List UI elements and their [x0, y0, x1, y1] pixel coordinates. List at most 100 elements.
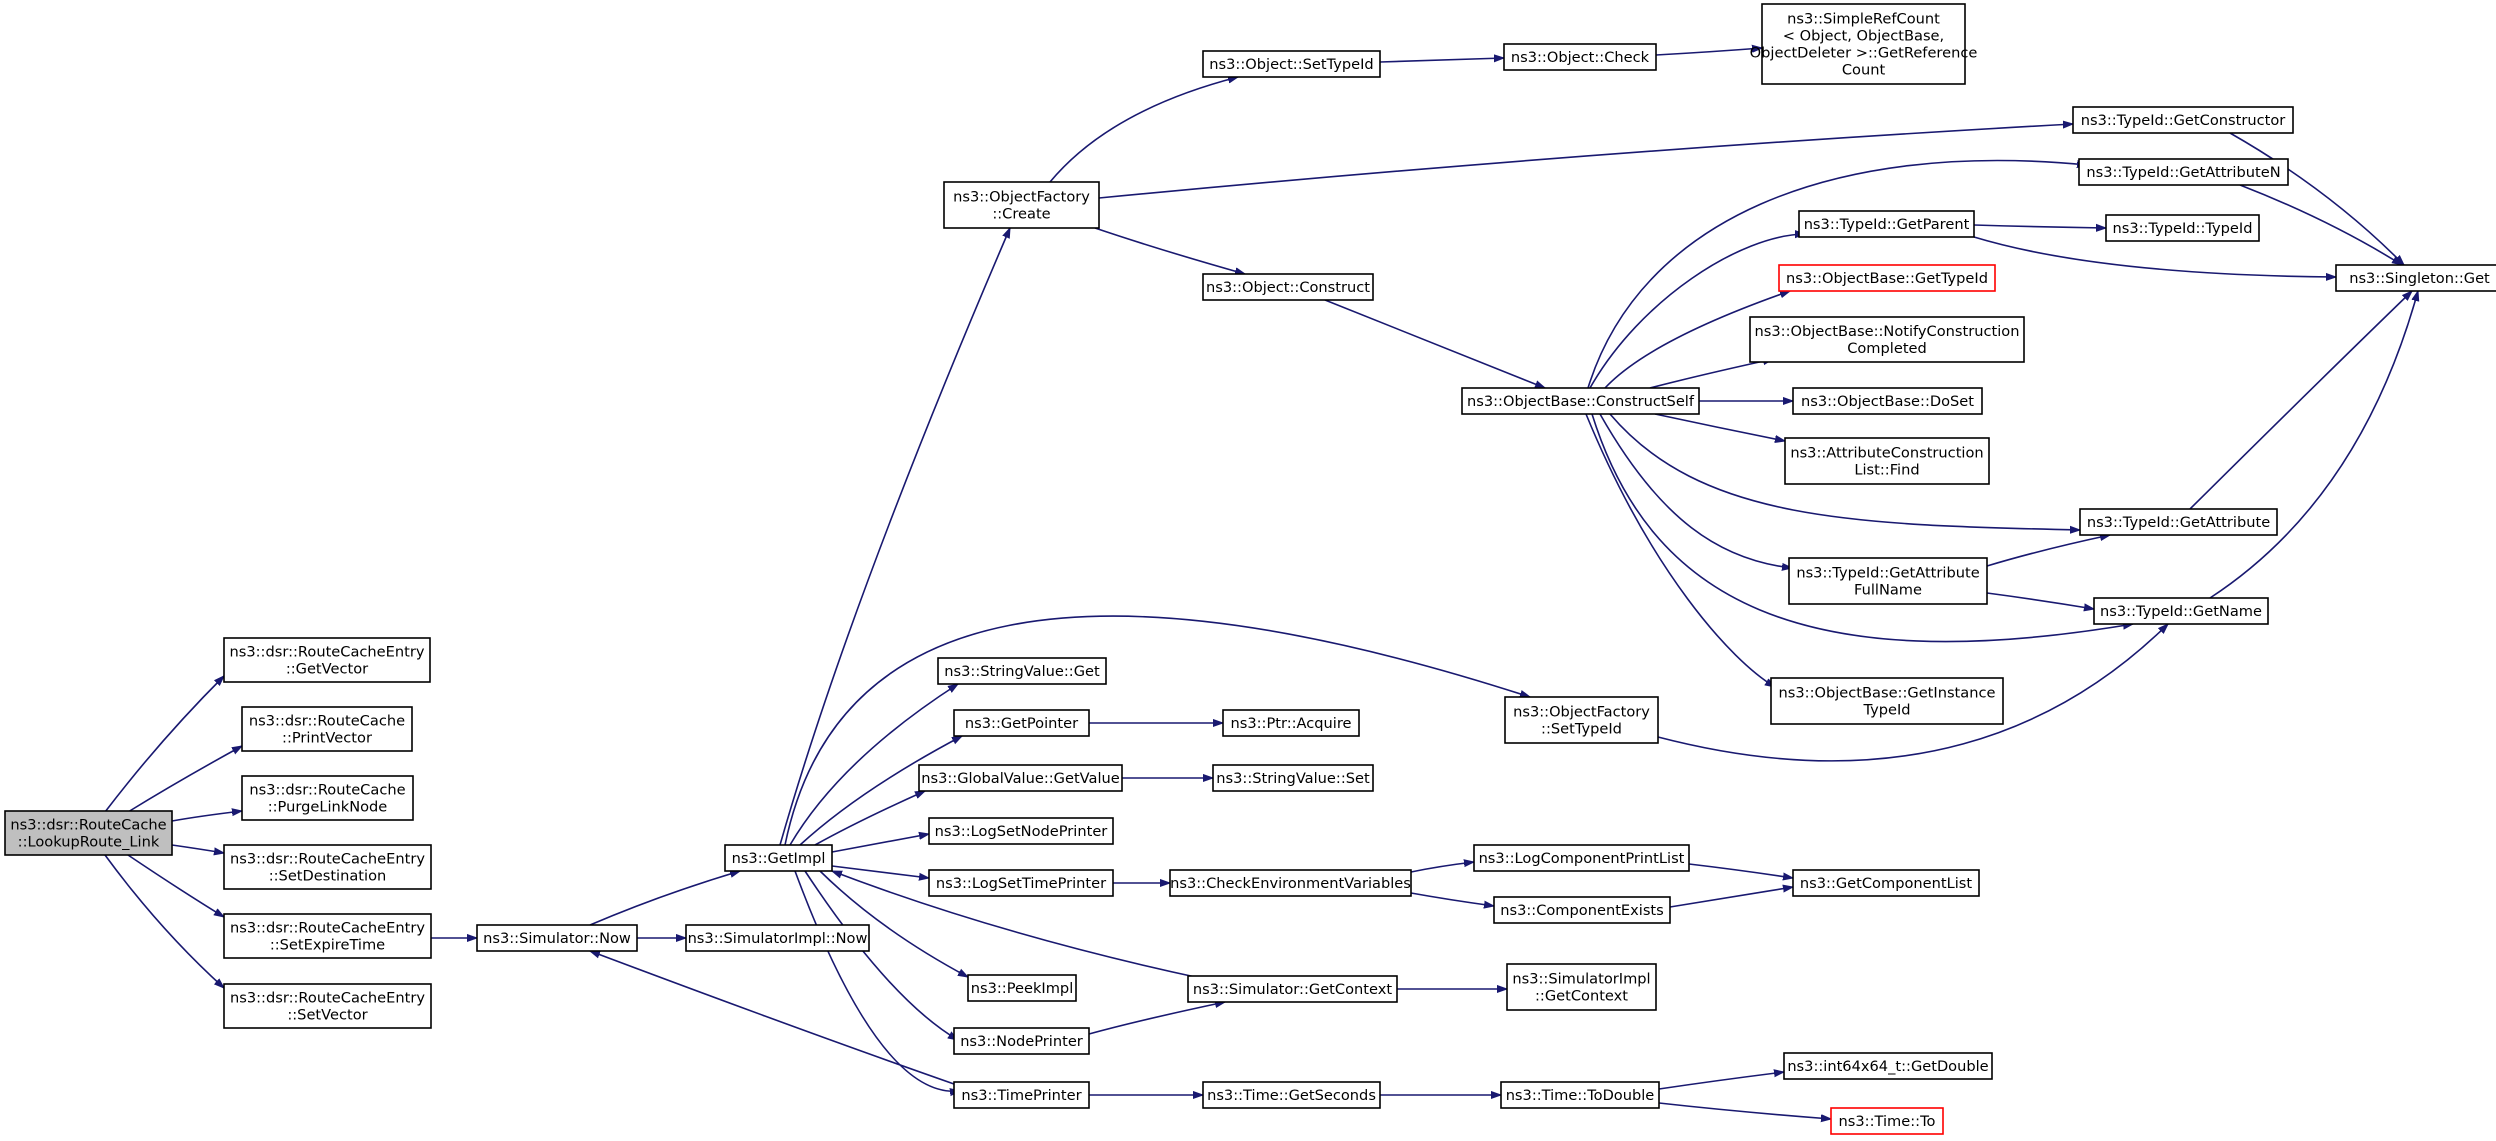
edge-objconstruct-to-constructself — [1324, 299, 1545, 389]
node-typeidtypeid[interactable]: ns3::TypeId::TypeId — [2105, 214, 2260, 242]
node-label-int64getdouble-line-0: ns3::int64x64_t::GetDouble — [1787, 1058, 1988, 1075]
node-settypeid[interactable]: ns3::Object::SetTypeId — [1202, 50, 1381, 78]
node-gvgetvalue[interactable]: ns3::GlobalValue::GetValue — [918, 764, 1123, 792]
node-box-simnow — [476, 924, 638, 952]
node-logcompprintlist[interactable]: ns3::LogComponentPrintList — [1473, 844, 1690, 872]
node-label-printvector-line-0: ns3::dsr::RouteCache — [249, 713, 405, 730]
node-label-getparent-line-0: ns3::TypeId::GetParent — [1804, 216, 1970, 233]
node-label-compexists-line-0: ns3::ComponentExists — [1500, 902, 1664, 919]
edge-getattributefullname-to-getattribute — [1986, 535, 2110, 567]
node-getname[interactable]: ns3::TypeId::GetName — [2093, 597, 2269, 625]
node-ofcreate[interactable]: ns3::ObjectFactory::Create — [943, 181, 1100, 229]
edge-getimpl-to-logsetnodeprinter — [831, 834, 929, 853]
node-box-getimpl — [724, 844, 833, 872]
node-getattributen[interactable]: ns3::TypeId::GetAttributeN — [2078, 158, 2289, 186]
node-label-getinstancetypeid-line-0: ns3::ObjectBase::GetInstance — [1779, 685, 1996, 702]
node-box-getrefcount — [1761, 3, 1966, 85]
node-simnow[interactable]: ns3::Simulator::Now — [476, 924, 638, 952]
node-label-getrefcount-line-3: Count — [1842, 62, 1886, 79]
node-simgetcontext[interactable]: ns3::Simulator::GetContext — [1187, 975, 1398, 1003]
node-ptracquire[interactable]: ns3::Ptr::Acquire — [1222, 709, 1360, 737]
node-timeprinter[interactable]: ns3::TimePrinter — [953, 1081, 1090, 1109]
node-checkenv[interactable]: ns3::CheckEnvironmentVariables — [1169, 869, 1412, 897]
node-label-getattributen-line-0: ns3::TypeId::GetAttributeN — [2086, 164, 2280, 181]
node-label-ptracquire-line-0: ns3::Ptr::Acquire — [1230, 715, 1351, 732]
node-label-nodeprinter-line-0: ns3::NodePrinter — [960, 1033, 1083, 1050]
edge-constructself-to-getinstancetypeid — [1585, 413, 1775, 687]
node-compexists[interactable]: ns3::ComponentExists — [1493, 896, 1671, 924]
node-logsettimeprinter[interactable]: ns3::LogSetTimePrinter — [928, 869, 1114, 897]
node-constructself[interactable]: ns3::ObjectBase::ConstructSelf — [1461, 387, 1700, 415]
node-setvector[interactable]: ns3::dsr::RouteCacheEntry::SetVector — [223, 983, 432, 1029]
node-printvector[interactable]: ns3::dsr::RouteCache::PrintVector — [241, 706, 413, 752]
node-box-logsetnodeprinter — [928, 817, 1114, 845]
node-label-getattributefullname-line-0: ns3::TypeId::GetAttribute — [1796, 565, 1979, 582]
edge-constructself-to-acfind — [1654, 413, 1785, 441]
node-getrefcount[interactable]: ns3::SimpleRefCount< Object, ObjectBase,… — [1750, 3, 1978, 85]
edge-root-to-setexpiretime — [127, 854, 224, 917]
node-getcomplist[interactable]: ns3::GetComponentList — [1792, 869, 1980, 897]
edge-getattributefullname-to-getname — [1986, 592, 2094, 609]
node-ofsettypeid[interactable]: ns3::ObjectFactory::SetTypeId — [1504, 696, 1659, 744]
node-label-simimplgetcontext-line-1: ::GetContext — [1535, 988, 1628, 1005]
edge-ofcreate-to-settypeid — [1049, 77, 1238, 183]
node-box-simimplgetcontext — [1506, 963, 1657, 1011]
node-getimpl[interactable]: ns3::GetImpl — [724, 844, 833, 872]
edge-checkenv-to-compexists — [1410, 892, 1494, 906]
node-getvector[interactable]: ns3::dsr::RouteCacheEntry::GetVector — [223, 637, 431, 683]
node-box-nodeprinter — [953, 1027, 1090, 1055]
nodes-layer: ns3::dsr::RouteCache::LookupRoute_Linkns… — [4, 3, 2496, 1135]
edge-constructself-to-notifyconstruction — [1649, 359, 1773, 389]
edge-checkenv-to-logcompprintlist — [1410, 862, 1474, 873]
node-timeto[interactable]: ns3::Time::To — [1830, 1107, 1944, 1135]
node-notifyconstruction[interactable]: ns3::ObjectBase::NotifyConstructionCompl… — [1749, 316, 2025, 363]
node-stringvalueset[interactable]: ns3::StringValue::Set — [1212, 764, 1374, 792]
node-label-setexpiretime-line-0: ns3::dsr::RouteCacheEntry — [230, 920, 425, 937]
node-label-simimplnow-line-0: ns3::SimulatorImpl::Now — [688, 930, 868, 947]
node-root[interactable]: ns3::dsr::RouteCache::LookupRoute_Link — [4, 810, 173, 856]
edge-getimpl-to-gvgetvalue — [814, 790, 925, 846]
node-box-purgelinknode — [241, 775, 414, 821]
node-setexpiretime[interactable]: ns3::dsr::RouteCacheEntry::SetExpireTime — [223, 913, 432, 959]
node-objconstruct[interactable]: ns3::Object::Construct — [1202, 273, 1374, 301]
node-label-getattributefullname-line-1: FullName — [1854, 582, 1922, 599]
node-simimplnow[interactable]: ns3::SimulatorImpl::Now — [685, 924, 870, 952]
node-logsetnodeprinter[interactable]: ns3::LogSetNodePrinter — [928, 817, 1114, 845]
edge-root-to-getvector — [104, 676, 224, 813]
edge-getname-to-singletonget — [2209, 291, 2418, 599]
node-label-getpointer-line-0: ns3::GetPointer — [965, 715, 1078, 732]
node-timegetseconds[interactable]: ns3::Time::GetSeconds — [1202, 1081, 1381, 1109]
node-getparent[interactable]: ns3::TypeId::GetParent — [1798, 210, 1975, 238]
node-getattribute[interactable]: ns3::TypeId::GetAttribute — [2079, 508, 2278, 536]
node-int64getdouble[interactable]: ns3::int64x64_t::GetDouble — [1783, 1052, 1993, 1080]
node-stringvalueget[interactable]: ns3::StringValue::Get — [937, 657, 1107, 685]
node-label-logsetnodeprinter-line-0: ns3::LogSetNodePrinter — [935, 823, 1108, 840]
node-label-stringvalueset-line-0: ns3::StringValue::Set — [1216, 770, 1370, 787]
node-timetodouble[interactable]: ns3::Time::ToDouble — [1500, 1081, 1660, 1109]
node-obgettypeid[interactable]: ns3::ObjectBase::GetTypeId — [1778, 264, 1996, 292]
node-label-notifyconstruction-line-1: Completed — [1847, 340, 1927, 357]
node-peekimpl[interactable]: ns3::PeekImpl — [967, 974, 1077, 1002]
node-label-getattribute-line-0: ns3::TypeId::GetAttribute — [2087, 514, 2270, 531]
edge-getimpl-to-logsettimeprinter — [831, 865, 929, 878]
node-getpointer[interactable]: ns3::GetPointer — [953, 709, 1090, 737]
node-label-printvector-line-1: ::PrintVector — [282, 730, 372, 747]
edge-settypeid-to-objcheck — [1379, 58, 1504, 63]
edge-timeprinter-to-simnow — [590, 950, 955, 1085]
node-getconstructor[interactable]: ns3::TypeId::GetConstructor — [2072, 106, 2294, 134]
node-label-ofsettypeid-line-0: ns3::ObjectFactory — [1513, 704, 1650, 721]
node-purgelinknode[interactable]: ns3::dsr::RouteCache::PurgeLinkNode — [241, 775, 414, 821]
node-doset[interactable]: ns3::ObjectBase::DoSet — [1792, 387, 1983, 415]
node-objcheck[interactable]: ns3::Object::Check — [1503, 43, 1657, 71]
node-label-setvector-line-0: ns3::dsr::RouteCacheEntry — [230, 990, 425, 1007]
edge-constructself-to-getattributen — [1587, 159, 2087, 389]
node-label-timeto-line-0: ns3::Time::To — [1839, 1113, 1936, 1130]
node-singletonget[interactable]: ns3::Singleton::Get — [2335, 264, 2496, 292]
node-nodeprinter[interactable]: ns3::NodePrinter — [953, 1027, 1090, 1055]
edge-getimpl-to-getpointer — [799, 736, 962, 846]
node-simimplgetcontext[interactable]: ns3::SimulatorImpl::GetContext — [1506, 963, 1657, 1011]
node-setdestination[interactable]: ns3::dsr::RouteCacheEntry::SetDestinatio… — [223, 844, 432, 890]
